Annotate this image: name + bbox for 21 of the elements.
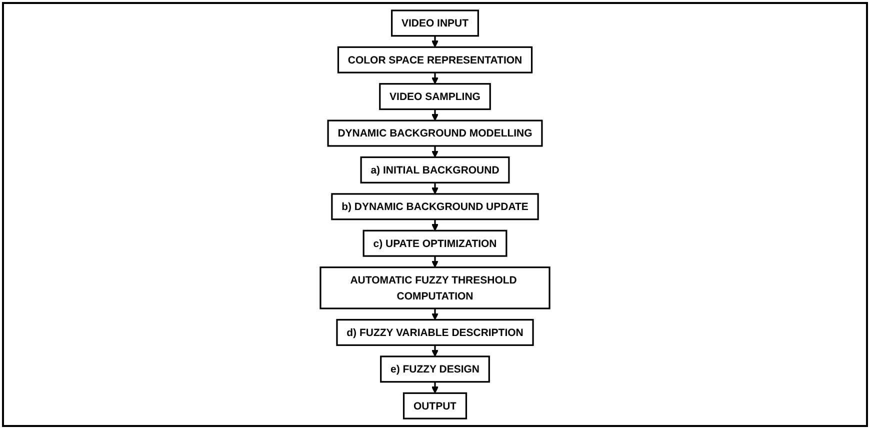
- arrow: [431, 109, 439, 121]
- arrow: [431, 36, 439, 48]
- node-box: d) FUZZY VARIABLE DESCRIPTION: [336, 318, 534, 346]
- node-box: AUTOMATIC FUZZY THRESHOLD COMPUTATION: [320, 266, 550, 310]
- arrow: [431, 72, 439, 84]
- arrow: [431, 182, 439, 194]
- arrow: [431, 308, 439, 320]
- node-box: OUTPUT: [402, 392, 468, 420]
- node-box: VIDEO INPUT: [391, 10, 479, 37]
- node-box: a) INITIAL BACKGROUND: [360, 156, 510, 184]
- arrow: [431, 219, 439, 231]
- arrow: [431, 146, 439, 158]
- node-box: c) UPATE OPTIMIZATION: [362, 230, 508, 257]
- arrow: [431, 256, 439, 268]
- node-box: COLOR SPACE REPRESENTATION: [337, 46, 533, 74]
- node-box: e) FUZZY DESIGN: [380, 356, 490, 383]
- arrow: [431, 345, 439, 357]
- arrow: [431, 382, 439, 394]
- node-box: b) DYNAMIC BACKGROUND UPDATE: [331, 193, 539, 220]
- node-box: VIDEO SAMPLING: [379, 83, 491, 110]
- node-box: DYNAMIC BACKGROUND MODELLING: [327, 120, 543, 147]
